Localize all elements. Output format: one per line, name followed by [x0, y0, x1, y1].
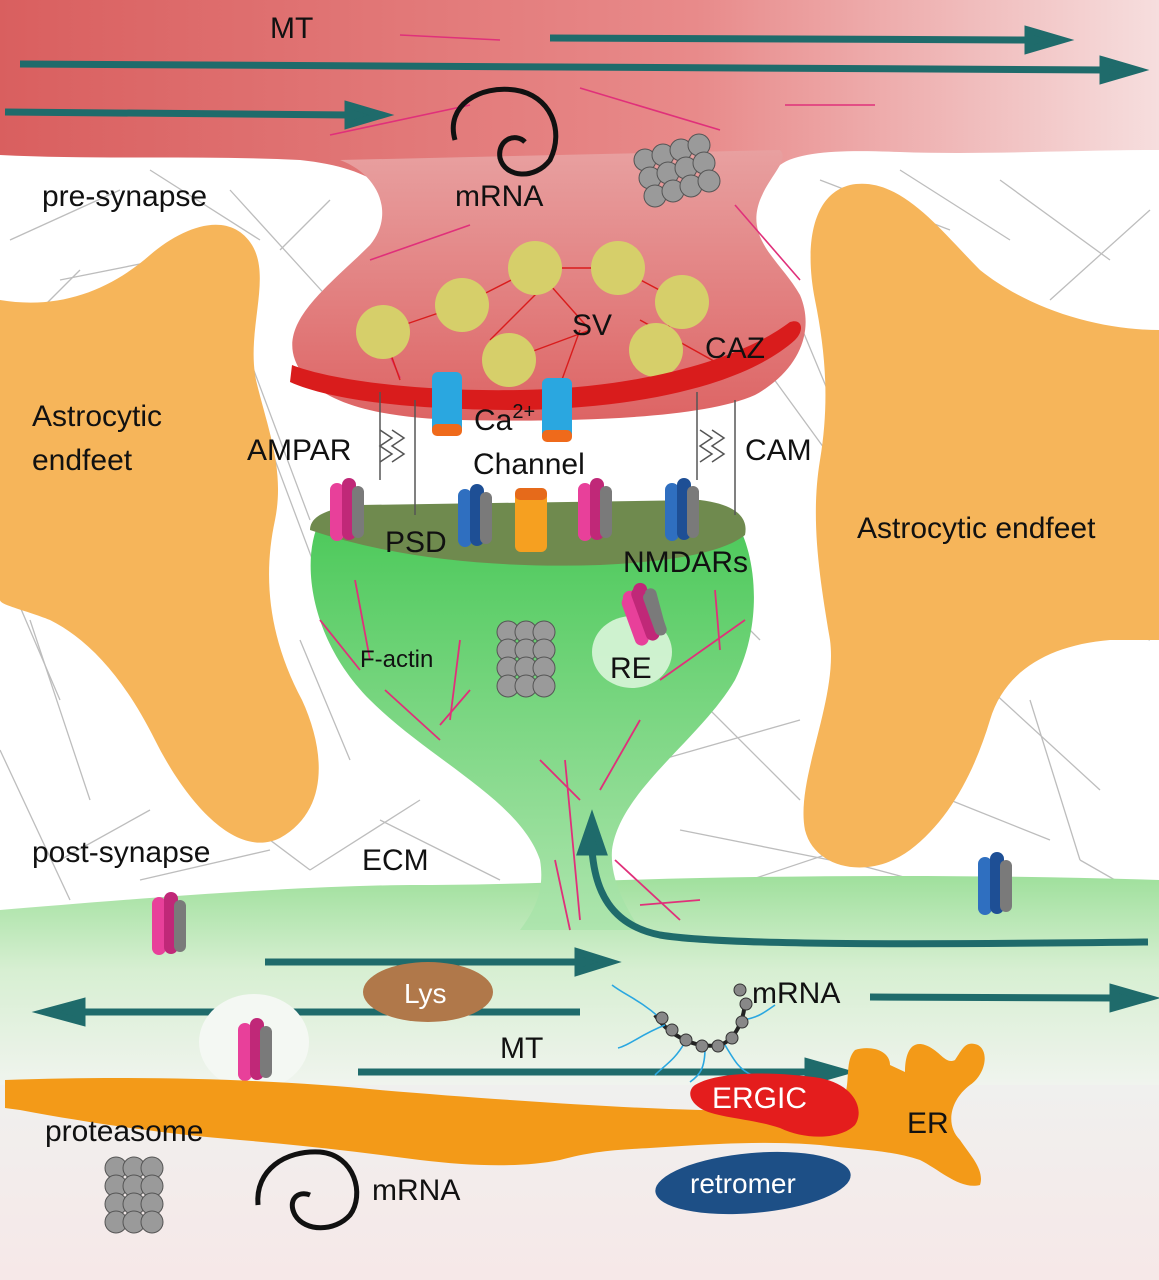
label-mt-top: MT [270, 12, 313, 45]
ca-channels [432, 372, 572, 442]
label-post-synapse: post-synapse [32, 836, 210, 869]
actin-presynapse [329, 34, 875, 379]
synaptic-vesicle [629, 323, 683, 377]
label-retromer: retromer [690, 1168, 796, 1199]
label-ca-channel: Ca2+ [474, 401, 535, 437]
synaptic-vesicle [655, 275, 709, 329]
retromer [655, 1151, 851, 1215]
synaptic-vesicle [435, 278, 489, 332]
label-astro-left-2: endfeet [32, 444, 133, 477]
proteasome-bottom [104, 1156, 164, 1234]
label-ergic: ERGIC [712, 1082, 807, 1115]
dendrite-endosome-receptor [238, 1018, 272, 1081]
label-mrna-dendrite: mRNA [752, 977, 840, 1010]
synaptic-vesicle [508, 241, 562, 295]
label-astro-left-1: Astrocytic [32, 400, 162, 433]
label-sv: SV [572, 309, 612, 342]
nmdar-receptors [458, 478, 1012, 915]
cam-adhesion [378, 392, 736, 515]
proteasome-pre [633, 133, 721, 208]
astrocyte-left [0, 224, 319, 843]
microtubules-dendrite [31, 809, 1159, 1087]
mrna-spiral-pre [450, 86, 559, 177]
actin-spine [319, 579, 746, 931]
label-er: ER [907, 1107, 949, 1140]
synaptic-vesicle [356, 305, 410, 359]
label-psd: PSD [385, 526, 447, 559]
label-pre-synapse: pre-synapse [42, 180, 207, 213]
label-lys: Lys [404, 978, 447, 1009]
label-mt-bottom: MT [500, 1032, 543, 1065]
label-caz: CAZ [705, 332, 765, 365]
label-ca-sup: 2+ [512, 401, 535, 423]
label-channel: Channel [473, 448, 585, 481]
label-ecm: ECM [362, 844, 429, 877]
lysosome [363, 962, 493, 1022]
label-astro-right: Astrocytic endfeet [857, 512, 1096, 545]
re-receptor [621, 587, 667, 646]
caz-band [290, 321, 802, 410]
astrocyte-right [803, 183, 1159, 868]
label-nmdars: NMDARs [623, 546, 748, 579]
label-proteasome: proteasome [45, 1115, 203, 1148]
label-f-actin: F-actin [360, 646, 433, 673]
synaptic-vesicle [591, 241, 645, 295]
postsynaptic-channel [515, 488, 547, 552]
label-mrna-pre: mRNA [455, 180, 543, 213]
synaptic-vesicle [482, 333, 536, 387]
label-ca-main: Ca [474, 404, 513, 437]
mrna-spiral-bottom [255, 1149, 360, 1231]
label-ampar: AMPAR [247, 434, 351, 467]
ergic [690, 1073, 859, 1137]
polysome [611, 983, 776, 1083]
label-cam: CAM [745, 434, 812, 467]
microtubules-axon [4, 25, 1150, 130]
endoplasmic-reticulum [5, 1043, 985, 1186]
synaptic-vesicles [356, 241, 709, 387]
label-re: RE [610, 652, 652, 685]
label-mrna-bottom: mRNA [372, 1174, 460, 1207]
proteasome-spine [496, 620, 556, 698]
